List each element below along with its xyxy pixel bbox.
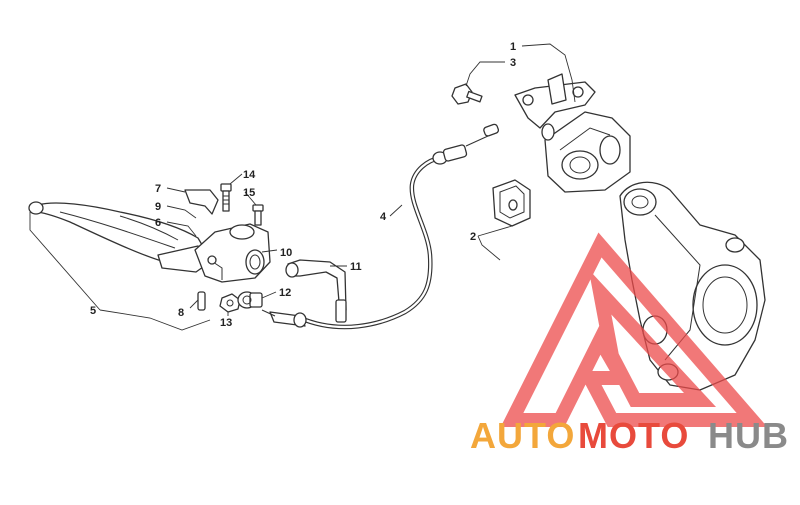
brake-pad [492,179,531,227]
nut-13 [219,293,241,313]
bolt-3 [451,83,483,105]
watermark-wordmark: AUTO MOTO HUB [470,415,789,456]
watermark-logo [500,232,768,427]
callout-14: 14 [243,169,256,181]
brake-cable [261,123,500,330]
callout-12: 12 [279,287,291,299]
watermark-triangle-mark [500,232,768,427]
watermark-auto: AUTO [470,415,575,456]
callout-2: 2 [470,231,476,243]
callout-6: 6 [155,217,161,229]
brake-caliper [514,73,631,193]
leader-lines [29,43,576,331]
master-cylinder [194,223,271,283]
brake-lever [28,201,211,273]
screw-15 [252,204,264,226]
watermark-moto: MOTO [578,415,689,456]
callout-10: 10 [280,247,292,259]
callout-13: 13 [220,317,232,329]
clamp-bracket [184,189,219,215]
callout-8: 8 [178,307,184,319]
screw-14 [220,183,232,212]
callout-3: 3 [510,57,516,69]
brake-switch-11 [285,259,347,323]
callout-labels: 1 3 2 4 5 6 7 9 8 10 11 12 13 14 15 [90,41,516,329]
callout-4: 4 [380,211,387,223]
watermark-hub: HUB [708,415,789,456]
callout-15: 15 [243,187,255,199]
callout-11: 11 [350,261,362,273]
callout-7: 7 [155,183,161,195]
callout-5: 5 [90,305,96,317]
pin-8 [197,291,206,311]
callout-9: 9 [155,201,161,213]
callout-1: 1 [510,41,516,53]
fitting-12 [237,291,263,309]
